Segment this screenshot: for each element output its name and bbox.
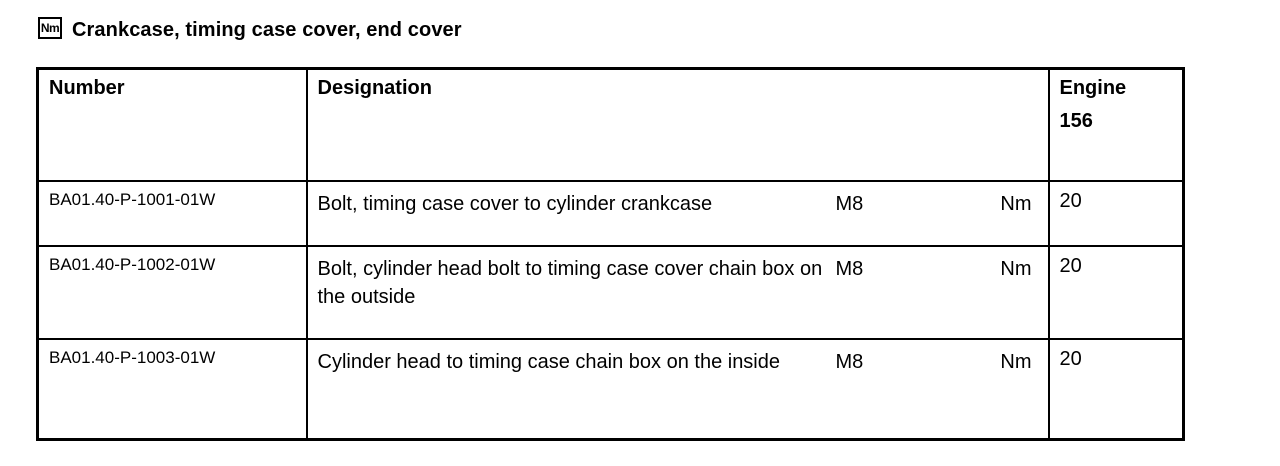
row-torque-value: 20 xyxy=(1047,180,1185,247)
column-header-designation: Designation xyxy=(305,67,1050,182)
table-row: BA01.40-P-1003-01W Cylinder head to timi… xyxy=(36,338,1185,441)
table-row: BA01.40-P-1002-01W Bolt, cylinder head b… xyxy=(36,245,1185,340)
torque-nm-icon: Nm xyxy=(38,17,62,39)
row-torque-value: 20 xyxy=(1047,245,1185,340)
row-designation: Bolt, timing case cover to cylinder cran… xyxy=(317,193,713,215)
row-torque-value: 20 xyxy=(1047,338,1185,441)
row-thread-size: M8 xyxy=(835,193,864,215)
row-number: BA01.40-P-1003-01W xyxy=(36,338,308,441)
torque-icon-label: Nm xyxy=(40,21,60,35)
row-designation: Bolt, cylinder head bolt to timing case … xyxy=(317,258,823,308)
column-header-number: Number xyxy=(36,67,308,182)
torque-spec-table: Number Designation Engine 156 BA01.40-P-… xyxy=(36,67,1185,441)
row-unit: Nm xyxy=(1000,258,1032,280)
column-header-engine-label: Engine xyxy=(1059,77,1127,99)
table-row: BA01.40-P-1001-01W Bolt, timing case cov… xyxy=(36,180,1185,247)
section-title: Crankcase, timing case cover, end cover xyxy=(72,18,462,41)
section-header: Nm Crankcase, timing case cover, end cov… xyxy=(38,16,462,44)
column-header-engine: Engine 156 xyxy=(1047,67,1185,182)
row-designation: Cylinder head to timing case chain box o… xyxy=(317,351,781,373)
column-header-engine-model: 156 xyxy=(1059,110,1093,132)
row-thread-size: M8 xyxy=(835,258,864,280)
row-designation-cell: Bolt, timing case cover to cylinder cran… xyxy=(305,180,1050,247)
row-unit: Nm xyxy=(1000,351,1032,373)
row-number: BA01.40-P-1001-01W xyxy=(36,180,308,247)
table-header-row: Number Designation Engine 156 xyxy=(36,67,1185,182)
row-number: BA01.40-P-1002-01W xyxy=(36,245,308,340)
row-unit: Nm xyxy=(1000,193,1032,215)
row-thread-size: M8 xyxy=(835,351,864,373)
row-designation-cell: Cylinder head to timing case chain box o… xyxy=(305,338,1050,441)
row-designation-cell: Bolt, cylinder head bolt to timing case … xyxy=(305,245,1050,340)
